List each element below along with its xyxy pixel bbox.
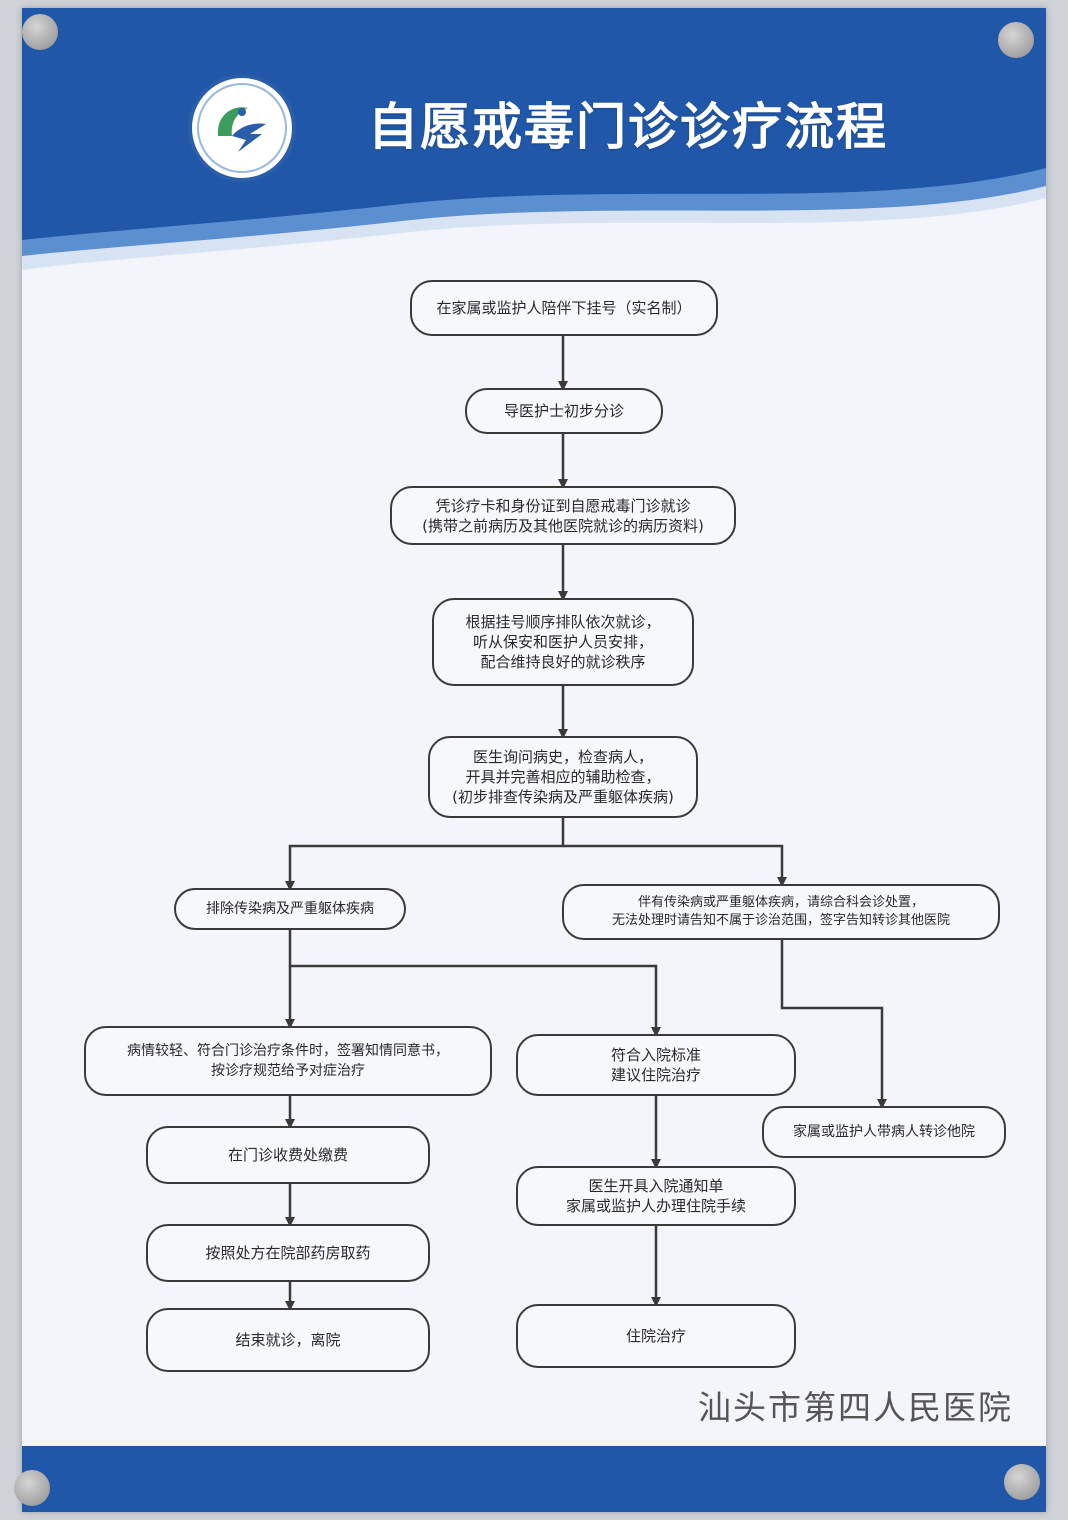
- step-doctor-exam: 医生询问病史，检查病人， 开具并完善相应的辅助检查， (初步排查传染病及严重躯体…: [428, 736, 698, 818]
- branch-excluded-text: 排除传染病及严重躯体疾病: [206, 901, 374, 917]
- branch-comorbid: 伴有传染病或严重躯体疾病，请综合科会诊处置， 无法处理时请告知不属于诊治范围，签…: [562, 884, 1000, 940]
- step-register-text: 在家属或监护人陪伴下挂号（实名制）: [436, 299, 692, 317]
- step-doctor-exam-line1: 医生询问病史，检查病人，: [472, 748, 653, 766]
- step-admission-notice: 医生开具入院通知单 家属或监护人办理住院手续: [516, 1166, 796, 1226]
- step-end-visit: 结束就诊，离院: [146, 1308, 430, 1372]
- step-transfer-text: 家属或监护人带病人转诊他院: [793, 1124, 975, 1140]
- branch-comorbid-line1: 伴有传染病或严重躯体疾病，请综合科会诊处置，: [637, 895, 924, 910]
- hospital-logo: [188, 74, 296, 182]
- branch-excluded: 排除传染病及严重躯体疾病: [174, 888, 406, 930]
- page-title: 自愿戒毒门诊诊疗流程: [368, 98, 888, 156]
- step-triage-text: 导医护士初步分诊: [503, 402, 624, 420]
- step-admission-line2: 建议住院治疗: [610, 1066, 701, 1084]
- pin-bottom-right-icon: [1004, 1464, 1040, 1500]
- step-pay: 在门诊收费处缴费: [146, 1126, 430, 1184]
- step-admission-notice-line2: 家属或监护人办理住院手续: [565, 1197, 746, 1215]
- flow-connectors: [285, 336, 887, 1311]
- step-visit-clinic: 凭诊疗卡和身份证到自愿戒毒门诊就诊 (携带之前病历及其他医院就诊的病历资料): [390, 486, 736, 545]
- step-outpatient-line1: 病情较轻、符合门诊治疗条件时，签署知情同意书，: [127, 1043, 449, 1059]
- step-outpatient-treatment: 病情较轻、符合门诊治疗条件时，签署知情同意书， 按诊疗规范给予对症治疗: [84, 1026, 492, 1096]
- pin-top-right-icon: [998, 22, 1034, 58]
- step-pharmacy-text: 按照处方在院部药房取药: [205, 1244, 371, 1262]
- pin-bottom-left-icon: [14, 1470, 50, 1506]
- step-queue-line2: 听从保安和医护人员安排，: [472, 633, 653, 651]
- logo-emblem-icon: [197, 83, 287, 173]
- step-pharmacy: 按照处方在院部药房取药: [146, 1224, 430, 1282]
- step-doctor-exam-line3: (初步排查传染病及严重躯体疾病): [452, 788, 674, 806]
- step-admission-notice-line1: 医生开具入院通知单: [588, 1177, 724, 1195]
- step-queue-line3: 配合维持良好的就诊秩序: [480, 653, 646, 671]
- step-end-visit-text: 结束就诊，离院: [235, 1331, 341, 1349]
- step-queue: 根据挂号顺序排队依次就诊， 听从保安和医护人员安排， 配合维持良好的就诊秩序: [432, 598, 694, 686]
- header-banner: [22, 8, 1046, 270]
- branch-comorbid-line2: 无法处理时请告知不属于诊治范围，签字告知转诊其他医院: [611, 913, 950, 928]
- pin-top-left-icon: [22, 14, 58, 50]
- step-visit-clinic-line2: (携带之前病历及其他医院就诊的病历资料): [422, 516, 704, 535]
- step-admission-criteria: 符合入院标准 建议住院治疗: [516, 1034, 796, 1096]
- step-pay-text: 在门诊收费处缴费: [227, 1146, 348, 1164]
- step-queue-line1: 根据挂号顺序排队依次就诊，: [465, 613, 661, 631]
- step-inpatient-text: 住院治疗: [625, 1327, 686, 1345]
- hospital-name: 汕头市第四人民医院: [698, 1388, 1013, 1427]
- step-doctor-exam-line2: 开具并完善相应的辅助检查，: [465, 768, 661, 786]
- step-inpatient: 住院治疗: [516, 1304, 796, 1368]
- step-triage: 导医护士初步分诊: [465, 388, 663, 434]
- step-admission-line1: 符合入院标准: [610, 1046, 701, 1064]
- step-register: 在家属或监护人陪伴下挂号（实名制）: [410, 280, 718, 336]
- step-outpatient-line2: 按诊疗规范给予对症治疗: [211, 1063, 365, 1079]
- poster-board: 自愿戒毒门诊诊疗流程 在家属或监护人陪伴下挂号（实名制） 导医护士: [22, 8, 1046, 1512]
- step-transfer: 家属或监护人带病人转诊他院: [762, 1106, 1006, 1158]
- step-visit-clinic-line1: 凭诊疗卡和身份证到自愿戒毒门诊就诊: [435, 496, 691, 515]
- bottom-bar: [22, 1446, 1046, 1512]
